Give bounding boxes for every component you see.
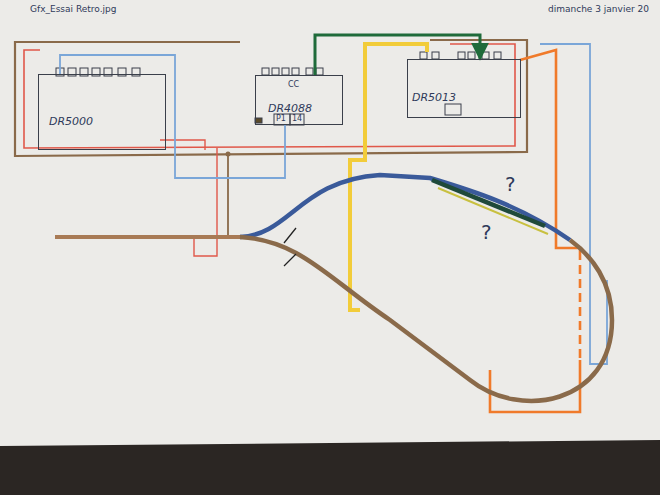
track-brown	[240, 237, 612, 401]
blue-wire	[540, 44, 607, 364]
header-note: Gfx_Essai Retro.jpg	[30, 4, 116, 14]
track-blue	[240, 175, 570, 240]
header-note: dimanche 3 janvier 20	[548, 4, 649, 14]
paper	[0, 0, 660, 446]
track-main	[55, 235, 240, 239]
question-mark: ?	[481, 220, 492, 244]
red-wire	[194, 148, 217, 256]
pin-label: P1	[276, 114, 286, 123]
wire-connector	[315, 35, 480, 75]
module-name: DR4088	[268, 102, 342, 115]
brown-wire	[15, 40, 527, 156]
orange-wire	[490, 50, 580, 412]
terminal-row	[56, 52, 501, 125]
module-name: DR5000	[49, 115, 165, 128]
insulator-mark	[284, 228, 296, 266]
module-name: DR5013	[412, 91, 520, 104]
brown-wire	[227, 154, 229, 237]
module-box: DR5000	[38, 74, 166, 150]
pin-label: CC	[288, 80, 299, 89]
pin-label: 14	[292, 114, 302, 123]
track-siding	[432, 180, 545, 226]
question-mark: ?	[505, 172, 516, 196]
module-box: DR5013	[407, 59, 521, 118]
